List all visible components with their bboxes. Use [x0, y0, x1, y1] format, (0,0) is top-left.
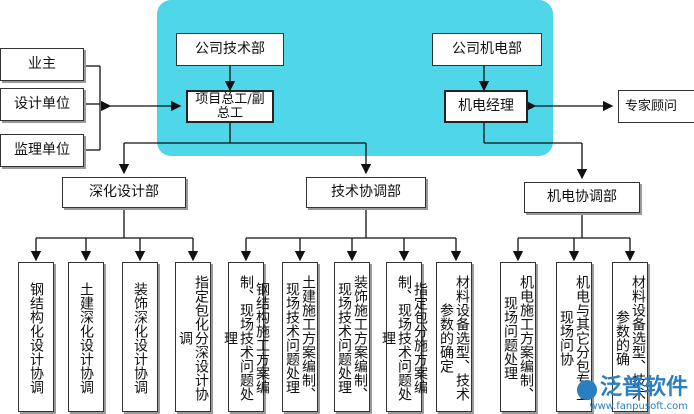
leaf-label: 装饰施工方案编制、现场技术问题处理: [336, 275, 368, 401]
brand-logo-icon: [576, 379, 597, 400]
leaf-label: 指定包分施方案编制、现场技术问题处理: [380, 275, 428, 401]
supervision-unit-label: 监理单位: [14, 142, 70, 158]
management-highlight-area: [157, 0, 553, 156]
chief-engineer-label: 项目总工/副总工: [195, 91, 265, 121]
tech-coord-dept-label: 技术协调部: [331, 184, 401, 200]
leaf-label: 钢结构施工方案编制、现场技术问题处理: [222, 275, 270, 401]
leaf-designated-sub-construction: 指定包分施方案编制、现场技术问题处理: [380, 262, 428, 412]
leaf-label: 钢结构化设计协调: [28, 282, 44, 394]
leaf-decoration-deep-design: 装饰深化设计协调: [122, 262, 158, 412]
leaf-decoration-construction: 装饰施工方案编制、现场技术问题处理: [334, 262, 370, 412]
leaf-designated-sub-deep-design: 指定包化分深设计协调: [175, 262, 211, 412]
mech-coord-dept-box: 机电协调部: [524, 182, 640, 213]
watermark: 泛普软件 www.fanpusoft.com: [576, 369, 688, 412]
mech-manager-box: 机电经理: [444, 90, 528, 123]
company-mech-dept-label: 公司机电部: [452, 41, 522, 57]
leaf-label: 机电与其它分包专业现场问协: [558, 275, 590, 401]
owner-label: 业主: [28, 56, 56, 72]
leaf-mech-material-selection: 材料设备选型、技术参数的确: [612, 262, 648, 412]
leaf-label: 机电施工方案编制、现场问题处理: [502, 275, 534, 401]
mech-coord-dept-label: 机电协调部: [547, 189, 617, 205]
mech-manager-label: 机电经理: [458, 98, 514, 114]
leaf-steel-deep-design: 钢结构化设计协调: [18, 262, 54, 412]
leaf-label: 土建施工方案编制、现场技术问题处理: [284, 275, 316, 401]
company-tech-dept-label: 公司技术部: [195, 41, 265, 57]
design-unit-box: 设计单位: [0, 88, 84, 121]
deep-design-dept-box: 深化设计部: [62, 177, 186, 208]
company-mech-dept-box: 公司机电部: [432, 33, 542, 66]
leaf-civil-construction: 土建施工方案编制、现场技术问题处理: [282, 262, 318, 412]
owner-box: 业主: [0, 48, 84, 81]
watermark-url: www.fanpusoft.com: [589, 401, 688, 412]
leaf-civil-deep-design: 土建深化设计协调: [68, 262, 104, 412]
design-unit-label: 设计单位: [14, 96, 70, 112]
watermark-name: 泛普软件: [599, 375, 688, 400]
supervision-unit-box: 监理单位: [0, 134, 84, 167]
chief-engineer-box: 项目总工/副总工: [186, 90, 274, 123]
company-tech-dept-box: 公司技术部: [176, 33, 284, 66]
leaf-label: 装饰深化设计协调: [132, 282, 148, 394]
leaf-label: 材料设备选型、技术参数的确定: [438, 275, 470, 401]
leaf-steel-construction: 钢结构施工方案编制、现场技术问题处理: [222, 262, 270, 412]
leaf-label: 土建深化设计协调: [78, 282, 94, 394]
expert-advisor-box: 专家顾问: [618, 90, 694, 123]
leaf-label: 材料设备选型、技术参数的确: [614, 275, 646, 401]
leaf-material-selection-tech: 材料设备选型、技术参数的确定: [436, 262, 472, 412]
leaf-mech-construction: 机电施工方案编制、现场问题处理: [500, 262, 536, 412]
expert-advisor-label: 专家顾问: [625, 99, 678, 114]
leaf-label: 指定包化分深设计协调: [177, 275, 209, 401]
tech-coord-dept-box: 技术协调部: [306, 177, 426, 208]
deep-design-dept-label: 深化设计部: [89, 184, 159, 200]
